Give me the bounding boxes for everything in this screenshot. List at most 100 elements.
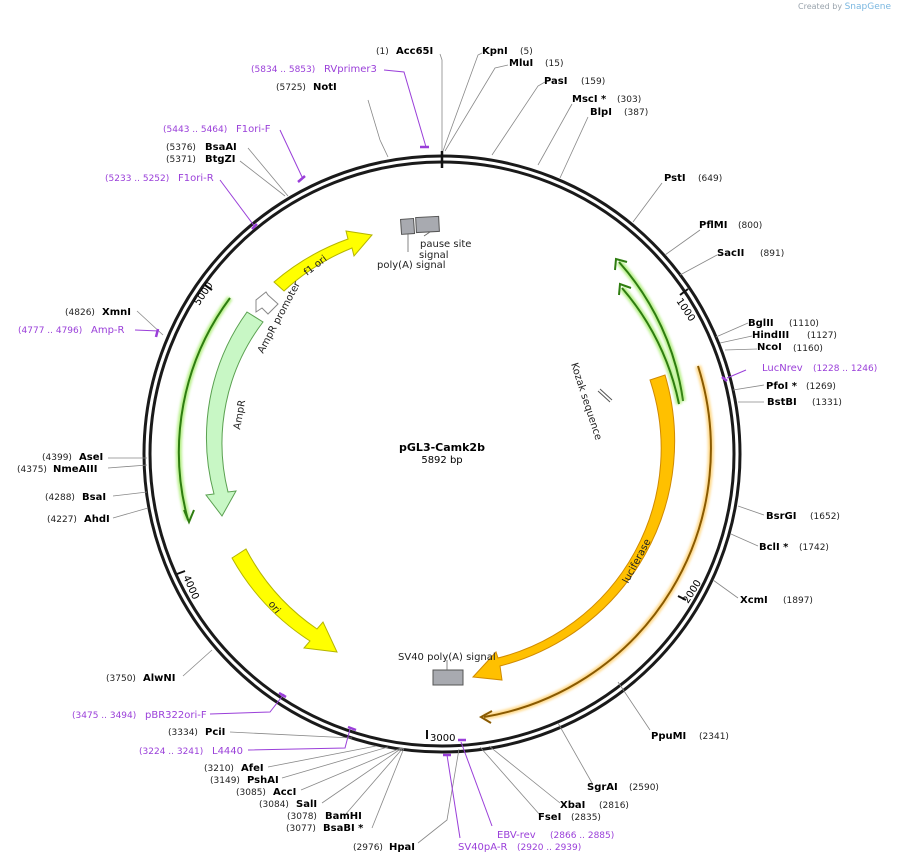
- site-name[interactable]: PshAI: [247, 775, 279, 786]
- site-name[interactable]: SalI: [296, 799, 317, 810]
- site-name[interactable]: PasI: [544, 76, 567, 87]
- site-pos: (3210): [204, 764, 234, 774]
- site-name[interactable]: AhdI: [84, 514, 110, 525]
- site-name[interactable]: MscI *: [572, 94, 607, 105]
- site-pos: (5371): [166, 155, 196, 165]
- site-name[interactable]: NotI: [313, 82, 337, 93]
- site-name[interactable]: AccI: [273, 787, 296, 798]
- primer-name[interactable]: EBV-rev: [497, 830, 536, 841]
- site-pos: (4826): [65, 308, 95, 318]
- primer-name[interactable]: RVprimer3: [324, 64, 377, 75]
- ampr-arrow[interactable]: [205, 311, 264, 517]
- primer-range: (2866 .. 2885): [550, 831, 614, 841]
- primer-name[interactable]: F1ori-R: [178, 173, 214, 184]
- site-name[interactable]: PpuMI: [651, 731, 686, 742]
- primer-range: (5443 .. 5464): [163, 125, 227, 135]
- site-name[interactable]: NcoI: [757, 342, 782, 353]
- ampr-promoter-arrow[interactable]: [255, 291, 279, 315]
- site-name[interactable]: BstBI: [767, 397, 797, 408]
- site-pos: (1): [376, 47, 389, 57]
- site-pos: (649): [698, 174, 722, 184]
- snapgene-credit: Created by SnapGene: [798, 2, 891, 12]
- site-name[interactable]: XbaI: [560, 800, 585, 811]
- site-name[interactable]: HindIII: [752, 330, 789, 341]
- luciferase-arrow[interactable]: [471, 374, 676, 681]
- site-leaders: [107, 52, 765, 844]
- site-pos: (3149): [210, 776, 240, 786]
- site-pos: (1742): [799, 543, 829, 553]
- kozak-mark: [597, 390, 611, 403]
- kozak-label: Kozak sequence: [568, 362, 603, 442]
- primer-name[interactable]: SV40pA-R: [458, 842, 507, 853]
- site-name[interactable]: BamHI: [325, 811, 362, 822]
- site-name[interactable]: AseI: [79, 452, 103, 463]
- pause-site-label: pause site: [420, 239, 471, 250]
- site-name[interactable]: Acc65I: [396, 46, 433, 57]
- site-name[interactable]: FseI: [538, 812, 561, 823]
- site-pos: (891): [760, 249, 784, 259]
- ampr-outer-arc[interactable]: [177, 297, 231, 521]
- site-pos: (1110): [789, 319, 819, 329]
- primer-range: (5233 .. 5252): [105, 174, 169, 184]
- site-name[interactable]: BlpI: [590, 107, 612, 118]
- site-name[interactable]: BsrGI: [766, 511, 796, 522]
- site-pos: (1127): [807, 331, 837, 341]
- site-pos: (2341): [699, 732, 729, 742]
- site-name[interactable]: SgrAI: [587, 782, 618, 793]
- site-pos: (3085): [236, 788, 266, 798]
- f1-ori-arrow[interactable]: [273, 230, 373, 292]
- site-name[interactable]: HpaI: [389, 842, 415, 853]
- site-name[interactable]: BclI *: [759, 542, 789, 553]
- site-pos: (800): [738, 221, 762, 231]
- site-pos: (1269): [806, 382, 836, 392]
- site-pos: (1331): [812, 398, 842, 408]
- polya-signal-block[interactable]: [399, 217, 416, 235]
- primer-name[interactable]: F1ori-F: [236, 124, 271, 135]
- primer-name[interactable]: L4440: [212, 746, 243, 757]
- site-pos: (2816): [599, 801, 629, 811]
- site-name[interactable]: BsaI: [82, 492, 106, 503]
- pause-site-block[interactable]: [415, 215, 440, 234]
- sv40-polya-block[interactable]: [432, 669, 464, 686]
- primer-range: (3475 .. 3494): [72, 711, 136, 721]
- site-pos: (3334): [168, 728, 198, 738]
- site-pos: (5725): [276, 83, 306, 93]
- site-pos: (5): [520, 47, 533, 57]
- site-name[interactable]: PstI: [664, 173, 686, 184]
- site-pos: (1652): [810, 512, 840, 522]
- site-name[interactable]: AlwNI: [143, 673, 176, 684]
- luc-green-arc-2[interactable]: [621, 287, 680, 405]
- site-name[interactable]: PciI: [205, 727, 225, 738]
- snapgene-logo: SnapGene: [844, 2, 891, 12]
- primer-name[interactable]: Amp-R: [91, 325, 125, 336]
- ori-arrow[interactable]: [231, 548, 338, 653]
- site-name[interactable]: NmeAIII: [53, 464, 97, 475]
- site-pos: (4288): [45, 493, 75, 503]
- site-pos: (3084): [259, 800, 289, 810]
- site-name[interactable]: BsaBI *: [323, 823, 364, 834]
- primer-name[interactable]: pBR322ori-F: [145, 710, 207, 721]
- site-name[interactable]: XcmI: [740, 595, 768, 606]
- site-pos: (1897): [783, 596, 813, 606]
- tick-label-1000: 1000: [674, 297, 697, 324]
- site-labels: (1) Acc65I KpnI (5) MluI (15) PasI (159)…: [17, 46, 842, 853]
- site-name[interactable]: PflMI: [699, 220, 727, 231]
- site-name[interactable]: PfoI *: [766, 381, 798, 392]
- luciferase-outer-arc[interactable]: [483, 365, 712, 718]
- site-name[interactable]: KpnI: [482, 46, 508, 57]
- site-name[interactable]: BsaAI: [205, 142, 237, 153]
- primer-range: (5834 .. 5853): [251, 65, 315, 75]
- site-name[interactable]: MluI: [509, 58, 533, 69]
- site-name[interactable]: AfeI: [241, 763, 264, 774]
- primer-name[interactable]: LucNrev: [762, 363, 803, 374]
- site-pos: (2590): [629, 783, 659, 793]
- site-name[interactable]: BtgZI: [205, 154, 236, 165]
- site-name[interactable]: BglII: [748, 318, 774, 329]
- site-name[interactable]: XmnI: [102, 307, 131, 318]
- site-pos: (3078): [287, 812, 317, 822]
- site-pos: (303): [617, 95, 641, 105]
- sv40-polya-label: SV40 poly(A) signal: [398, 652, 496, 663]
- primer-range: (2920 .. 2939): [517, 843, 581, 853]
- site-name[interactable]: SacII: [717, 248, 744, 259]
- luc-green-arc-1[interactable]: [618, 261, 684, 402]
